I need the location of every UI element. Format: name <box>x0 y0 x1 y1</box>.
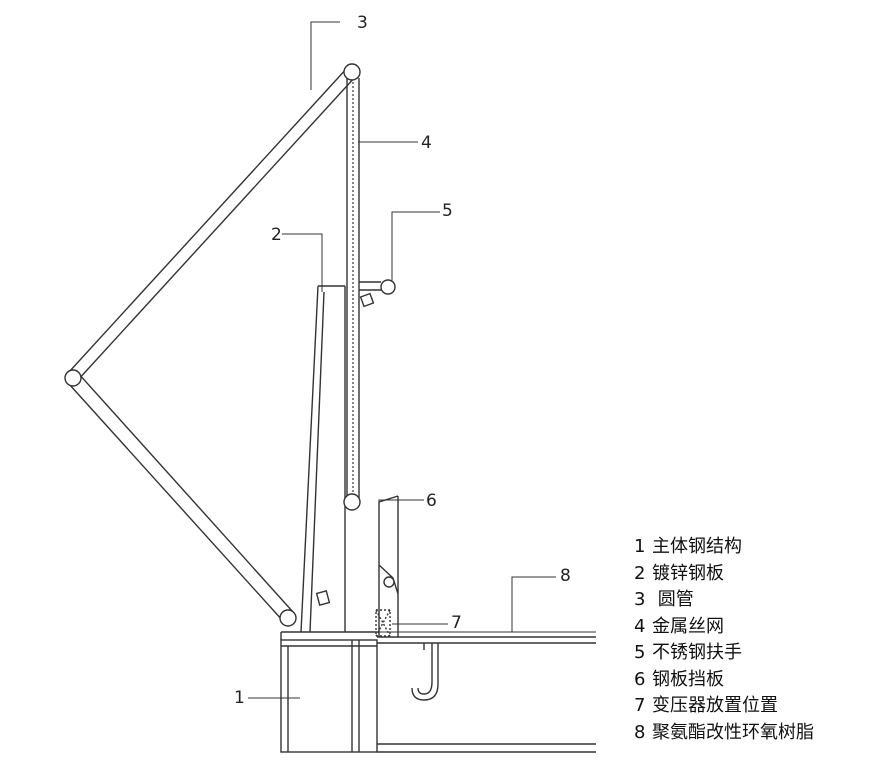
legend-number: 4 <box>634 615 646 637</box>
callout-2: 2 <box>271 225 282 245</box>
legend-item: 2 镀锌钢板 <box>634 561 814 588</box>
legend-label: 变压器放置位置 <box>652 695 778 716</box>
legend-number: 8 <box>634 721 646 743</box>
legend-item: 8 聚氨酯改性环氧树脂 <box>634 720 814 747</box>
legend-number: 6 <box>634 668 646 690</box>
legend-number: 7 <box>634 695 646 716</box>
drain-hook <box>411 643 439 701</box>
callout-3: 3 <box>357 13 368 33</box>
callout-5: 5 <box>442 201 453 221</box>
callout-labels: 3 4 5 2 6 8 7 1 <box>234 13 571 708</box>
legend-number: 1 <box>634 536 646 557</box>
callout-8: 8 <box>560 566 571 586</box>
legend-label: 主体钢结构 <box>652 536 742 557</box>
callout-6: 6 <box>426 491 437 511</box>
leader-lines <box>248 21 556 699</box>
legend-number: 2 <box>634 562 646 584</box>
callout-7: 7 <box>451 613 462 633</box>
callout-1: 1 <box>234 688 245 708</box>
round-tube-frame <box>64 63 361 627</box>
legend-list: 1 主体钢结构 2 镀锌钢板 3 圆管 4 金属丝网 5 不锈钢扶手 6 钢板挡板 7 变压… <box>634 534 814 746</box>
lamp-bracket <box>315 590 331 606</box>
legend-label: 镀锌钢板 <box>652 562 724 584</box>
legend-label: 不锈钢扶手 <box>652 642 742 663</box>
legend-number: 3 <box>634 589 646 610</box>
legend-item: 7 变压器放置位置 <box>634 693 814 720</box>
legend-item: 4 金属丝网 <box>634 614 814 641</box>
main-steel-structure <box>280 631 596 753</box>
legend-label: 圆管 <box>652 589 694 610</box>
stainless-handrail <box>359 279 396 308</box>
galvanized-steel-plate <box>300 285 346 633</box>
legend-number: 5 <box>634 642 646 663</box>
legend-item: 6 钢板挡板 <box>634 667 814 694</box>
callout-4: 4 <box>421 133 432 153</box>
legend-label: 金属丝网 <box>652 615 724 637</box>
legend-label: 钢板挡板 <box>652 668 724 690</box>
legend-item: 5 不锈钢扶手 <box>634 640 814 667</box>
legend-item: 3 圆管 <box>634 587 814 614</box>
legend-label: 聚氨酯改性环氧树脂 <box>652 721 814 743</box>
steel-baffle-plate <box>378 495 399 637</box>
legend-item: 1 主体钢结构 <box>634 534 814 561</box>
